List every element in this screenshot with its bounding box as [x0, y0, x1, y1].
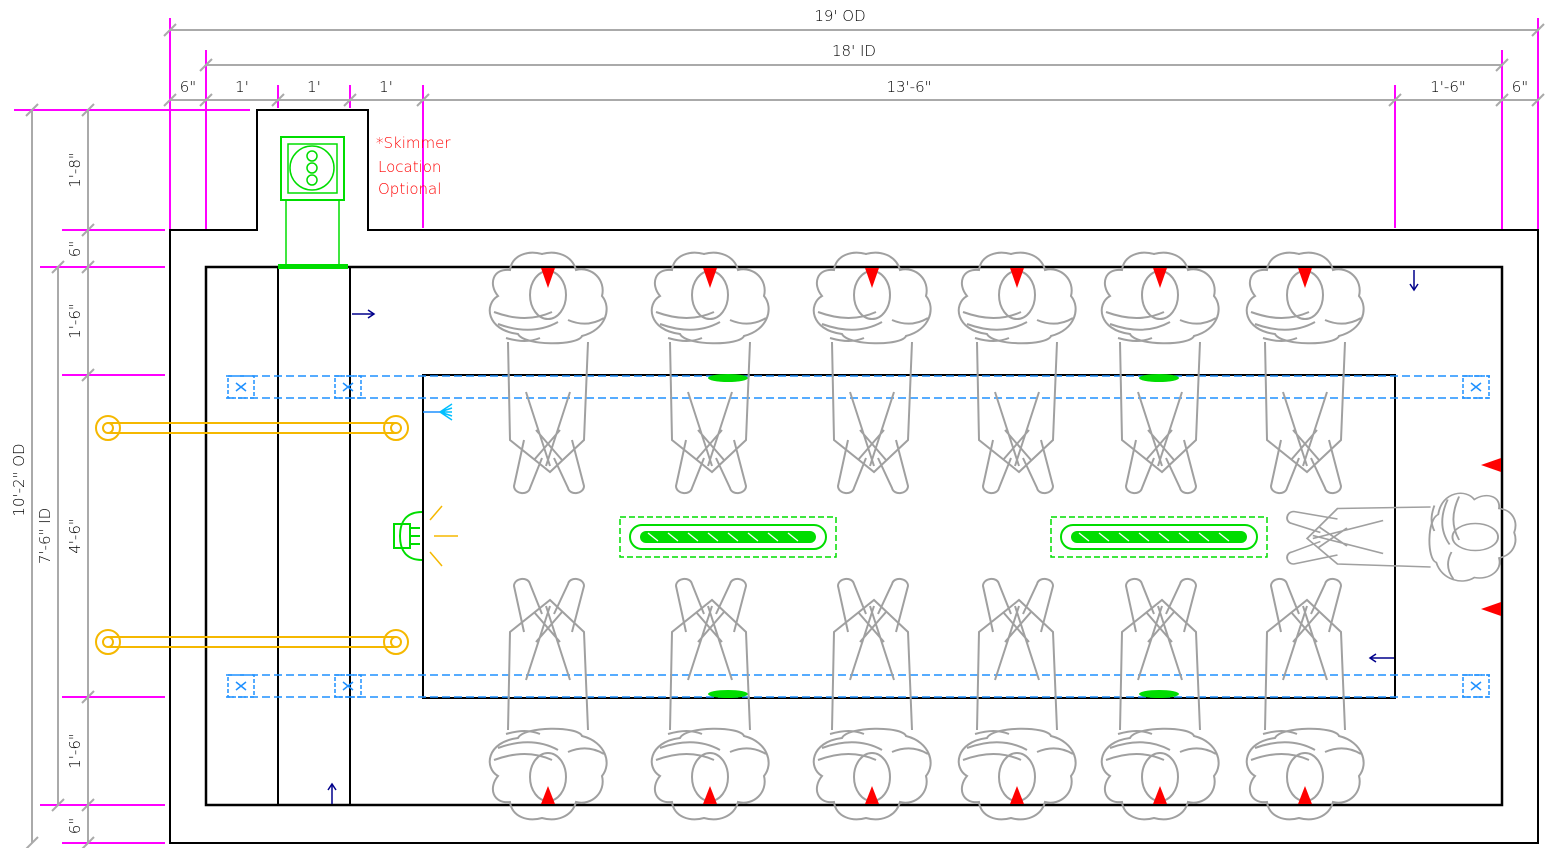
seated-person-icon: [957, 251, 1077, 495]
seated-person-icon: [488, 577, 608, 821]
jet-arrows: [541, 268, 1501, 804]
overall-width-label: 19' OD: [814, 7, 865, 25]
skimmer-note-line2: Location: [378, 158, 441, 176]
skimmer-note-line3: Optional: [378, 180, 441, 198]
floor-drain-icon: [1050, 516, 1268, 558]
light-rays: [429, 505, 458, 567]
jet-arrow-icon: [1010, 268, 1024, 288]
wall-left-label: 6": [180, 78, 196, 96]
handrail-icon: [95, 415, 409, 441]
jet-arrow-icon: [1481, 602, 1501, 616]
flow-arrows: [327, 270, 1419, 804]
plumbing-lines: [226, 375, 1490, 698]
bottom-seat-row: [488, 577, 1365, 821]
seg-main-label: 13'-6": [886, 78, 931, 96]
seated-person-icon: [650, 251, 770, 495]
pool-light-icon: [393, 511, 423, 561]
seg-1c-label: 1': [379, 78, 393, 96]
floor-drain-icon: [619, 516, 837, 558]
flow-arrow-up-icon: [327, 782, 337, 804]
skimmer-depth-label: 1'-8": [66, 152, 84, 188]
jet-arrow-icon: [541, 268, 555, 288]
seated-person-icon: [488, 251, 608, 495]
handrail-icon: [95, 629, 409, 655]
flow-arrow-left-icon: [1368, 653, 1394, 663]
seated-person-icon: [1245, 251, 1365, 495]
jet-arrow-icon: [1153, 786, 1167, 804]
seg-1a-label: 1': [235, 78, 249, 96]
overall-depth-label: 10'-2" OD: [10, 443, 28, 516]
seated-person-icon: [1100, 251, 1220, 495]
wall-bottom-label: 6": [66, 818, 84, 834]
junction-box-icon: [1462, 674, 1490, 698]
jet-arrow-icon: [1481, 458, 1501, 472]
jet-arrow-icon: [1298, 786, 1312, 804]
inside-depth-label: 7'-6" ID: [36, 508, 54, 564]
jet-arrow-icon: [865, 786, 879, 804]
jet-arrow-icon: [703, 786, 717, 804]
flow-arrow-right-icon: [352, 309, 376, 319]
inside-width-label: 18' ID: [832, 42, 876, 60]
seated-person-icon: [650, 577, 770, 821]
pool-inner-wall: [204, 265, 1504, 807]
seated-person-icon: [812, 577, 932, 821]
junction-box-icon: [334, 674, 362, 698]
seated-person-icon: [1286, 492, 1517, 582]
jet-arrow-icon: [1298, 268, 1312, 288]
seating-bench-outline: [422, 374, 1396, 699]
wall-right-label: 6": [1512, 78, 1528, 96]
seat-middle-label: 4'-6": [66, 518, 84, 554]
skimmer-icon: [278, 136, 348, 269]
seated-person-icon: [1100, 577, 1220, 821]
seg-1b-label: 1': [307, 78, 321, 96]
return-fitting-icon: [423, 403, 453, 421]
seg-right-step-label: 1'-6": [1430, 78, 1466, 96]
junction-box-icon: [227, 375, 255, 399]
jet-arrow-icon: [703, 268, 717, 288]
flow-arrow-down-icon: [1409, 270, 1419, 292]
wall-top-label: 6": [66, 241, 84, 257]
step-bottom-label: 1'-6": [66, 733, 84, 769]
junction-box-icon: [1462, 375, 1490, 399]
junction-box-icon: [227, 674, 255, 698]
junction-box-icon: [334, 375, 362, 399]
top-seat-row: [488, 251, 1365, 495]
seated-person-icon: [1245, 577, 1365, 821]
jet-arrow-icon: [865, 268, 879, 288]
pool-outer-wall: [169, 109, 1539, 844]
jet-arrow-icon: [1153, 268, 1167, 288]
seat-jets: [708, 374, 1179, 698]
seated-person-icon: [957, 577, 1077, 821]
jet-arrow-icon: [1010, 786, 1024, 804]
step-top-label: 1'-6": [66, 303, 84, 339]
skimmer-note-line1: *Skimmer: [376, 134, 451, 152]
seated-person-icon: [812, 251, 932, 495]
jet-arrow-icon: [541, 786, 555, 804]
